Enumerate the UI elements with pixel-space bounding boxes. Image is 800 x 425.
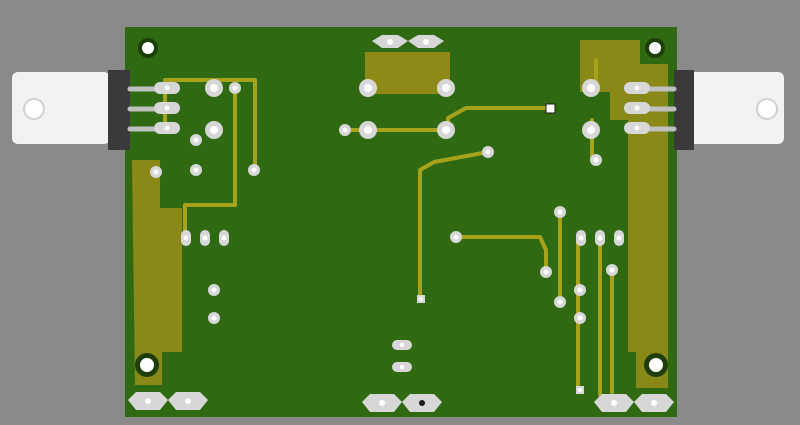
via-icon [574, 312, 586, 324]
connector-pad-icon [402, 394, 442, 412]
pad-icon [437, 121, 455, 139]
via-icon [545, 103, 556, 114]
connector-pad-icon [168, 392, 208, 410]
pad-icon [624, 122, 650, 134]
pad-icon [595, 230, 605, 246]
regulator-hole [23, 98, 45, 120]
pad-icon [392, 340, 412, 350]
via-icon [208, 312, 220, 324]
left-copper-pour [132, 160, 182, 385]
pad-icon [205, 121, 223, 139]
pad-icon [614, 230, 624, 246]
via-icon [554, 296, 566, 308]
pad-icon [359, 79, 377, 97]
mounting-hole-icon [135, 353, 159, 377]
via-icon [554, 206, 566, 218]
connector-pad-icon [634, 394, 674, 412]
pad-icon [154, 82, 180, 94]
connector-pad-icon [128, 392, 168, 410]
via-icon [606, 264, 618, 276]
pad-icon [624, 102, 650, 114]
pad-icon [219, 230, 229, 246]
trace-left-mid [183, 93, 237, 240]
via-icon [150, 166, 162, 178]
regulator-tab [688, 72, 784, 144]
pad-icon [372, 35, 408, 48]
via-icon [208, 284, 220, 296]
trace-center-vertical [418, 150, 490, 302]
pad-icon [392, 362, 412, 372]
pad-icon [359, 121, 377, 139]
pad-icon [200, 230, 210, 246]
trace-center-right [454, 235, 548, 274]
regulator-tab [12, 72, 110, 144]
via-icon [450, 231, 462, 243]
pad-icon [624, 82, 650, 94]
mounting-hole-icon [138, 38, 158, 58]
via-icon [590, 154, 602, 166]
via-icon [248, 164, 260, 176]
mounting-holes [135, 38, 668, 377]
pad-icon [437, 79, 455, 97]
mounting-hole-icon [645, 38, 665, 58]
right-regulator [639, 70, 784, 150]
pad-icon [154, 102, 180, 114]
regulator-body [108, 70, 130, 150]
via-icon [417, 295, 425, 303]
pad-icon [576, 230, 586, 246]
via-icon [190, 134, 202, 146]
bottom-connectors [128, 392, 674, 412]
pad-icon [582, 121, 600, 139]
pad-icon [205, 79, 223, 97]
connector-pad-icon [362, 394, 402, 412]
regulator-hole [756, 98, 778, 120]
pad-icon [181, 230, 191, 246]
top-copper-block [365, 52, 450, 94]
pad-icon [582, 79, 600, 97]
pad-icon [408, 35, 444, 48]
via-icon [482, 146, 494, 158]
via-icon [540, 266, 552, 278]
via-icon [574, 284, 586, 296]
traces [163, 58, 614, 397]
connector-pad-icon [594, 394, 634, 412]
via-icon [229, 82, 241, 94]
via-icon [576, 386, 584, 394]
pad-icon [154, 122, 180, 134]
pads [150, 35, 650, 394]
regulator-body [674, 70, 694, 150]
via-icon [190, 164, 202, 176]
mounting-hole-icon [644, 353, 668, 377]
trace-center-top [343, 106, 552, 132]
via-icon [339, 124, 351, 136]
